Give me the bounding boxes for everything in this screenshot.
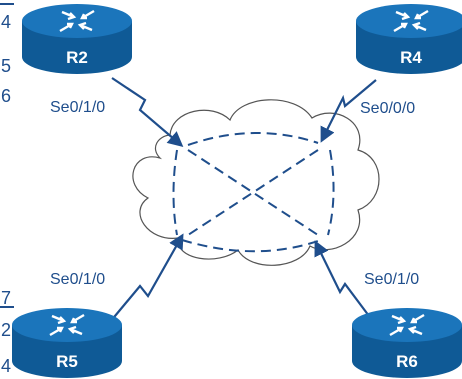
pvc-r2-r4 [187, 132, 319, 146]
edge-fragment-text: 5 [1, 56, 11, 76]
pvc-r2-r5 [172, 149, 178, 236]
router-r4[interactable]: R4 [356, 4, 462, 74]
edge-bar [0, 3, 14, 5]
edge-fragments-bottom: 7 2 4 [0, 288, 14, 376]
router-label: R4 [400, 48, 422, 67]
edge-fragments-top: 4 5 6 [0, 3, 14, 106]
router-label: R6 [396, 352, 418, 371]
interface-label-r6: Se0/1/0 [364, 271, 419, 288]
pvc-r5-r6 [181, 239, 319, 253]
interface-label-r4: Se0/0/0 [360, 100, 415, 117]
router-r6[interactable]: R6 [352, 308, 462, 378]
router-arrows-icon [59, 9, 95, 33]
serial-link-r4 [320, 79, 377, 143]
router-arrows-icon [389, 313, 425, 337]
edge-fragment-text: 2 [1, 320, 11, 340]
serial-link-r5 [109, 233, 184, 323]
router-r2[interactable]: R2 [22, 4, 132, 74]
edge-fragment-text: 6 [1, 86, 11, 106]
router-r5[interactable]: R5 [12, 308, 122, 378]
edge-fragment-text: 4 [1, 356, 11, 376]
serial-links [109, 77, 377, 323]
router-arrows-icon [49, 313, 85, 337]
interface-label-r2: Se0/1/0 [50, 99, 105, 116]
serial-link-r6 [314, 240, 373, 321]
router-label: R5 [56, 352, 78, 371]
pvc-r4-r5 [187, 149, 319, 236]
interface-label-r5: Se0/1/0 [50, 271, 105, 288]
pvc-r4-r6 [327, 149, 335, 236]
edge-fragment-text: 4 [1, 12, 11, 32]
router-arrows-icon [393, 9, 429, 33]
serial-link-r2 [111, 77, 184, 147]
edge-bar [0, 306, 14, 308]
edge-fragment-text: 7 [1, 288, 11, 308]
router-label: R2 [66, 48, 88, 67]
frame-relay-cloud [132, 99, 380, 266]
pvc-r2-r6 [187, 149, 319, 236]
pvc-mesh [172, 132, 335, 253]
